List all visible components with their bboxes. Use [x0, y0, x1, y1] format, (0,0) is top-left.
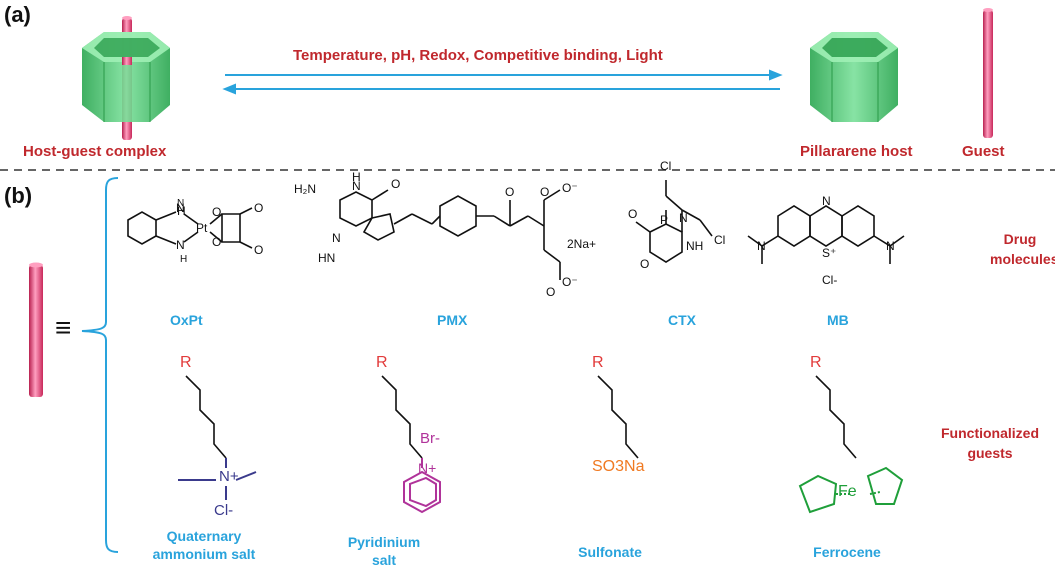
guest-name-pyridinium-line1: Pyridinium	[347, 534, 421, 550]
equivalence-symbol: ≡	[55, 312, 72, 343]
svg-text:O: O	[640, 257, 649, 271]
pyridinium-group-label: N+	[418, 460, 437, 476]
svg-text:Cl: Cl	[660, 159, 671, 173]
svg-text:Pt: Pt	[196, 221, 208, 235]
stimuli-label: Temperature, pH, Redox, Competitive bind…	[293, 47, 663, 64]
oxpt-structure	[127, 207, 253, 249]
svg-text:P: P	[660, 213, 668, 227]
svg-text:O: O	[254, 201, 263, 215]
func-category-label: Functionalized guests	[930, 423, 1050, 463]
quaternary-group-label: N+	[219, 468, 239, 485]
guest-name-quaternary-line2: ammonium salt	[152, 546, 256, 562]
svg-text:H: H	[177, 204, 186, 218]
svg-text:S⁺: S⁺	[822, 246, 836, 260]
svg-text:N: N	[352, 179, 361, 193]
svg-text:H: H	[180, 254, 187, 265]
svg-text:O: O	[391, 177, 400, 191]
svg-text:O: O	[212, 235, 221, 249]
drug-name-oxpt: OxPt	[170, 312, 203, 328]
svg-text:O: O	[254, 243, 263, 257]
ferrocene-chain	[815, 375, 857, 459]
svg-text:H: H	[352, 170, 361, 184]
svg-text:O: O	[540, 185, 549, 199]
r-label-pyridinium: R	[376, 354, 388, 371]
bracket-graphic	[81, 177, 119, 553]
guest-name-sulfonate: Sulfonate	[578, 544, 642, 560]
host-guest-complex-graphic	[82, 16, 170, 140]
svg-text:H₂N: H₂N	[294, 182, 316, 196]
svg-text:O: O	[505, 185, 514, 199]
complex-label: Host-guest complex	[23, 143, 167, 160]
pillararene-host-graphic	[810, 32, 898, 122]
guest-rod-graphic	[983, 8, 993, 138]
svg-text:N: N	[757, 239, 766, 253]
svg-text:NH: NH	[686, 239, 703, 253]
svg-text:HN: HN	[318, 251, 335, 265]
host-label: Pillararene host	[800, 143, 913, 160]
quaternary-chain	[185, 375, 227, 459]
r-label-sulfonate: R	[592, 354, 604, 371]
svg-text:O: O	[546, 285, 555, 299]
svg-text:N: N	[332, 231, 341, 245]
pyridinium-ring	[403, 458, 441, 514]
svg-text:N: N	[822, 194, 831, 208]
ctx-structure	[635, 180, 713, 263]
ferrocene-group-label: Fe	[838, 483, 857, 500]
func-category-line2: guests	[967, 445, 1013, 461]
svg-text:N: N	[176, 201, 185, 215]
quaternary-headgroup	[178, 458, 257, 500]
r-label-quaternary: R	[180, 354, 192, 371]
pmx-counterion: 2Na+	[567, 237, 596, 251]
drug-category-line1: Drug	[1003, 231, 1037, 247]
drug-name-pmx: PMX	[437, 312, 468, 328]
pyridinium-ion-label: Br-	[420, 430, 440, 447]
drug-name-mb: MB	[827, 312, 849, 328]
ferrocene-rings	[798, 466, 904, 514]
svg-text:N: N	[679, 211, 688, 225]
guest-rod-b-graphic	[29, 262, 43, 397]
guest-name-ferrocene: Ferrocene	[813, 544, 881, 560]
svg-text:O: O	[628, 207, 637, 221]
pyridinium-chain	[381, 375, 423, 459]
drug-category-label: Drug molecules	[990, 229, 1055, 269]
panel-a-label: (a)	[4, 2, 31, 27]
pmx-structure	[339, 189, 561, 280]
guest-name-pyridinium: Pyridinium salt	[334, 533, 434, 569]
svg-text:O: O	[212, 205, 221, 219]
r-label-ferrocene: R	[810, 354, 822, 371]
panel-b-label: (b)	[4, 183, 33, 208]
sulfonate-chain	[597, 375, 639, 459]
drug-name-ctx: CTX	[668, 312, 696, 328]
svg-text:Cl: Cl	[714, 233, 725, 247]
func-category-line1: Functionalized	[941, 425, 1039, 441]
drug-category-line2: molecules	[990, 251, 1055, 267]
svg-text:N: N	[177, 198, 184, 209]
svg-text:N: N	[176, 238, 185, 252]
quaternary-ion-label: Cl-	[214, 502, 234, 519]
mb-counterion: Cl-	[822, 273, 837, 287]
guest-name-quaternary: Quaternary ammonium salt	[138, 527, 270, 563]
svg-text:O⁻: O⁻	[562, 275, 578, 289]
mb-structure	[747, 205, 905, 264]
guest-name-pyridinium-line2: salt	[371, 552, 397, 568]
sulfonate-group-label: SO3Na	[592, 458, 645, 475]
equilibrium-arrows	[222, 69, 783, 95]
guest-label: Guest	[962, 143, 1005, 160]
svg-text:O⁻: O⁻	[562, 181, 578, 195]
svg-text:N: N	[886, 239, 895, 253]
guest-name-quaternary-line1: Quaternary	[166, 528, 242, 544]
